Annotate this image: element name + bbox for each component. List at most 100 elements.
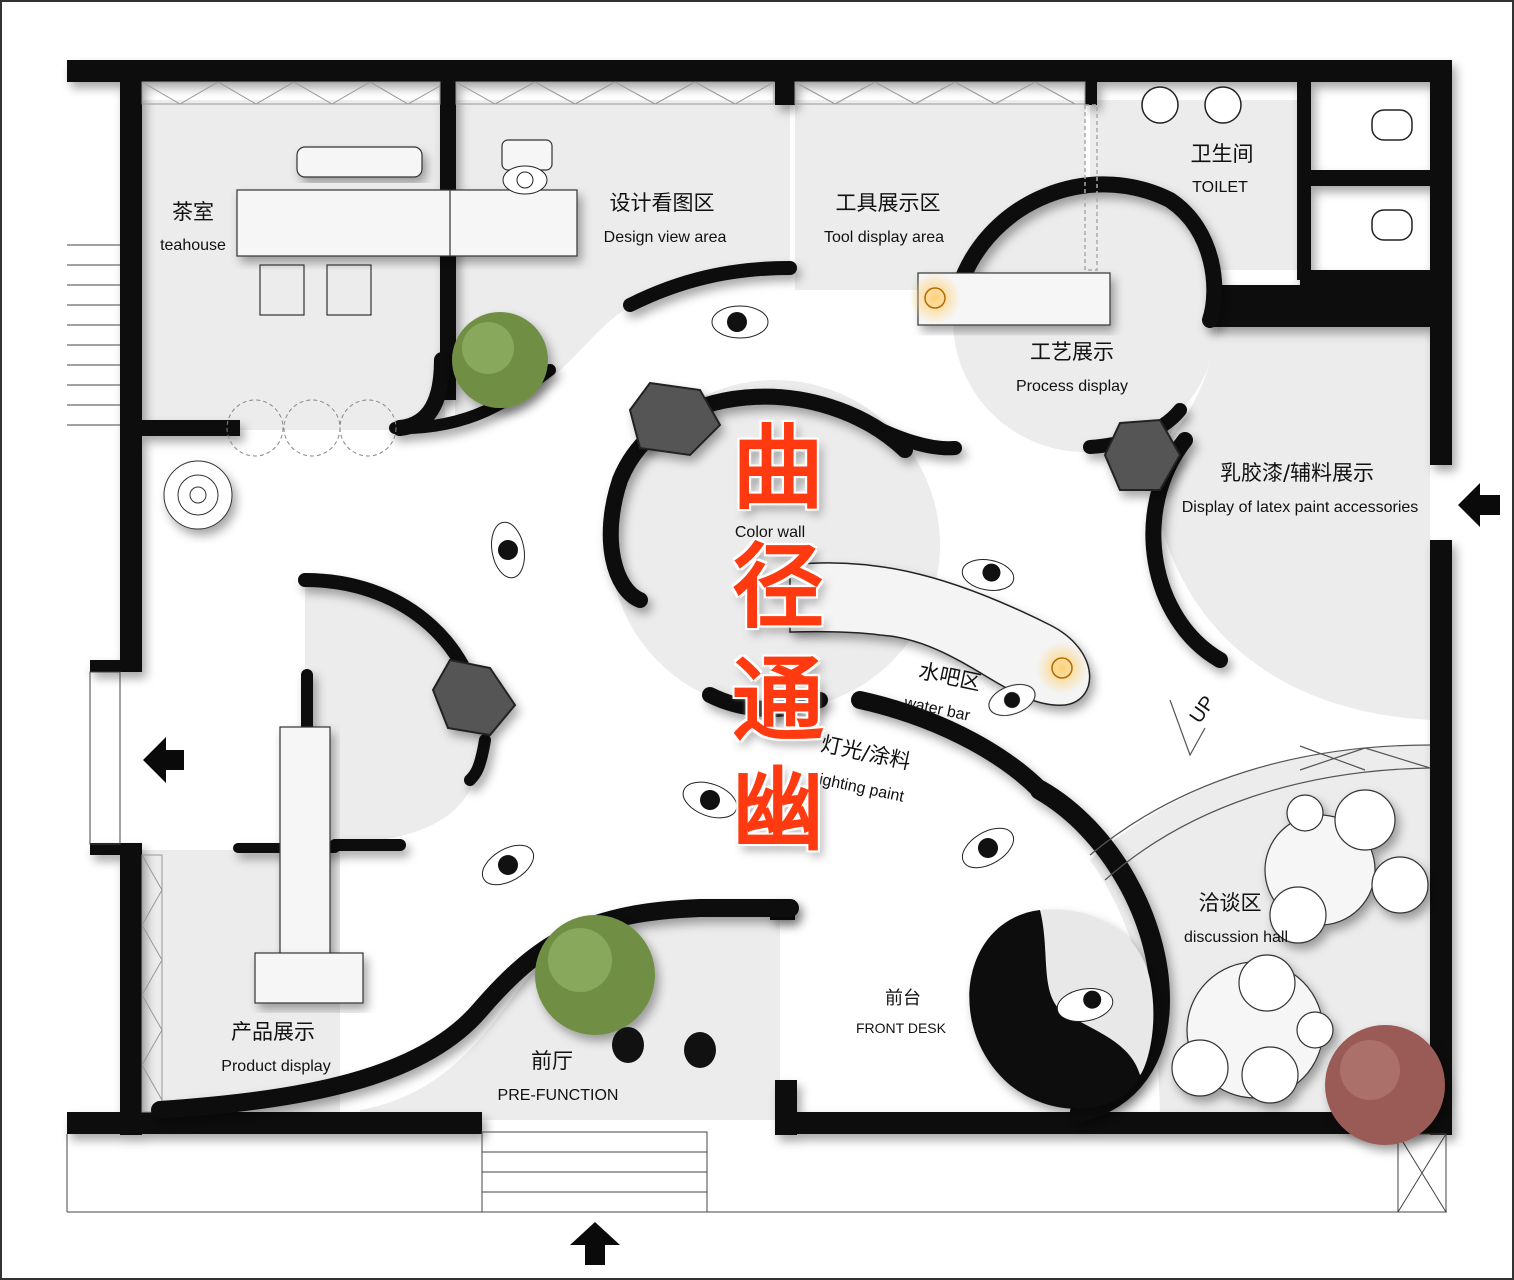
person-icon: [682, 781, 738, 819]
wall-right-lower: [1430, 540, 1452, 1135]
person-head: [978, 838, 998, 858]
plant-highlight: [548, 928, 612, 992]
color-wall-bottom: [702, 687, 828, 717]
window-left-hatch: [141, 854, 163, 1101]
process-display-label-zh: 工艺展示: [1030, 340, 1114, 364]
person-icon: [612, 1027, 644, 1063]
wall-toilet-left: [1085, 60, 1097, 105]
person-head: [498, 855, 518, 875]
person-head: [1083, 990, 1102, 1009]
hex-column: [1103, 418, 1182, 491]
design-curve-wall-2: [623, 261, 797, 312]
front-desk-label-zh: 前台: [885, 988, 921, 1009]
color-wall-tail: [853, 413, 962, 456]
person-icon: [961, 827, 1015, 869]
wall-left-door-top: [90, 660, 142, 672]
left-door-frame: [89, 671, 121, 845]
color-wall-label: Color wall: [734, 524, 806, 541]
floor-zones: [135, 100, 1430, 1120]
person-head: [1004, 692, 1020, 708]
entrance-arrow-icon: [1458, 483, 1500, 527]
person-icon: [481, 844, 535, 886]
person-icon: [491, 521, 525, 579]
urinal-icon: [1371, 209, 1413, 241]
process-display-label-en: Process display: [1015, 378, 1129, 395]
product-arc-lower: [464, 734, 491, 786]
lamp-glow: [909, 272, 961, 324]
person-head: [498, 540, 518, 560]
teahouse-label-en: teahouse: [160, 237, 226, 254]
product-display-label-en: Product display: [221, 1058, 331, 1075]
right-corner-cross: [1397, 1133, 1447, 1213]
person-head: [700, 790, 720, 810]
title-char-4: 幽: [731, 756, 825, 864]
window-top-1: [141, 81, 441, 105]
design-chair: [501, 139, 553, 171]
latex-display-label-zh: 乳胶漆/辅料展示: [1219, 461, 1375, 485]
product-display-base: [254, 952, 364, 1004]
stair-hatch: [1299, 745, 1431, 771]
person-icon: [711, 305, 769, 339]
plant-highlight: [462, 322, 514, 374]
pre-function-label-zh: 前厅: [531, 1049, 573, 1073]
wall-left-upper: [120, 60, 142, 670]
window-top-3: [794, 81, 1086, 105]
ring-outer: [163, 460, 233, 530]
ring-fixture: [163, 460, 233, 530]
product-display-label-zh: 产品展示: [231, 1020, 315, 1044]
hex-columns: [431, 381, 1182, 737]
wall-toilet-mid: [1300, 170, 1435, 186]
door-swing: [339, 399, 397, 457]
windows: [141, 81, 1086, 1113]
design-view-label-en: Design view area: [603, 229, 727, 246]
discussion-tables: [1171, 789, 1429, 1104]
up-arrow: [1169, 699, 1206, 757]
title-char-3: 通: [731, 646, 825, 754]
lamp-icon: [924, 287, 946, 309]
title-char-2: 径: [731, 533, 825, 641]
front-desk-label-en: FRONT DESK: [856, 1020, 946, 1036]
tea-doors: [226, 399, 397, 457]
outer-walls: [67, 60, 1452, 1135]
product-display-stand: [279, 726, 331, 978]
lamp-glow: [1036, 642, 1088, 694]
wall-top: [67, 60, 1452, 82]
latex-display-floor: [1150, 290, 1430, 720]
stair-arc-inner: [1104, 767, 1431, 881]
window-top-1-hatch: [141, 81, 441, 105]
round-seat: [1269, 886, 1327, 944]
product-display-floor: [305, 580, 481, 845]
hex-column: [431, 658, 517, 737]
round-seat: [1238, 954, 1296, 1012]
wall-toilet-step: [1210, 285, 1435, 327]
person-head: [516, 171, 534, 189]
door-swing: [226, 399, 284, 457]
tool-display-label-zh: 工具展示区: [835, 191, 941, 215]
toilet-fixtures: [1084, 86, 1413, 271]
person-head: [727, 312, 747, 332]
wall-bottom-right: [775, 1112, 1452, 1134]
entrance-steps: [66, 671, 1447, 1213]
discussion-stair: [1089, 699, 1431, 881]
pre-function-curve: [151, 899, 799, 1119]
round-seat: [1334, 789, 1396, 851]
wall-tea-bottom: [135, 420, 240, 436]
person-icon: [961, 559, 1015, 591]
arrows: [143, 483, 1500, 1265]
design-view-label-zh: 设计看图区: [609, 191, 715, 215]
person-icon: [502, 165, 548, 195]
entrance-arrow-icon: [570, 1222, 620, 1265]
wall-right-upper: [1430, 60, 1452, 465]
round-seat: [1286, 794, 1324, 832]
person-body: [684, 1032, 716, 1068]
toilet-label-en: TOILET: [1192, 179, 1248, 196]
window-top-3-hatch: [794, 81, 1076, 105]
person-body: [612, 1027, 644, 1063]
person-icon: [988, 683, 1036, 717]
wall-left-door-bottom: [90, 843, 142, 855]
person-head: [982, 563, 1001, 582]
lamp-icon: [1051, 657, 1073, 679]
plants: [452, 312, 1445, 1145]
front-desk-black: [969, 910, 1142, 1109]
sink-icon: [1141, 86, 1179, 124]
